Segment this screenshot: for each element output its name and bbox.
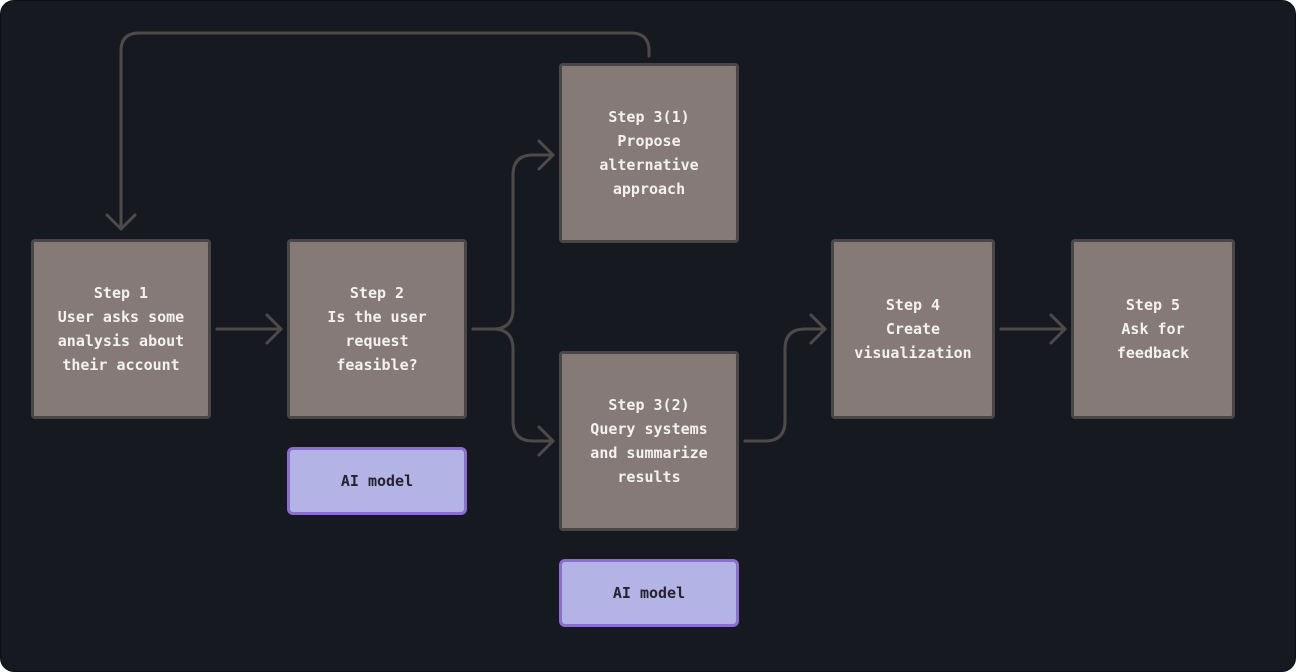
step-3-2-title: Step 3(2) [608,396,690,414]
step-1-line: their account [62,356,180,374]
arrowhead-3b-4 [809,313,827,345]
step-5-line: Ask for [1121,320,1185,338]
step-2-title: Step 2 [349,284,405,302]
step-2-box: Step 2 Is the user request feasible? [287,239,467,419]
step-3-2-line: Query systems [590,420,708,438]
ai-model-label: AI model [612,584,686,602]
step-2-line: request [345,332,409,350]
arrowhead-3a [537,139,555,171]
step-3-2-line: results [617,468,681,486]
step-3-1-line: approach [612,180,686,198]
step-3-1-box: Step 3(1) Propose alternative approach [559,63,739,243]
arrowhead-4-5 [1049,313,1067,345]
step-3-2-box: Step 3(2) Query systems and summarize re… [559,351,739,531]
step-3-1-line: Propose [617,132,681,150]
step-5-title: Step 5 [1125,296,1181,314]
arrowhead-3b [537,425,555,457]
ai-model-badge: AI model [559,559,739,627]
connector-3b-4 [743,327,827,443]
loop-arrowhead [105,213,137,231]
step-1-line: analysis about [57,332,185,350]
step-3-2-line: and summarize [590,444,708,462]
step-4-line: visualization [854,344,972,362]
step-3-1-title: Step 3(1) [608,108,690,126]
step-1-line: User asks some [57,308,185,326]
connector-branch-3a [491,153,555,331]
ai-model-badge: AI model [287,447,467,515]
step-4-box: Step 4 Create visualization [831,239,995,419]
step-5-box: Step 5 Ask for feedback [1071,239,1235,419]
arrowhead-1-2 [265,313,283,345]
step-2-line: feasible? [336,356,418,374]
loop-connector [119,31,651,231]
step-3-1-line: alternative [599,156,699,174]
step-1-box: Step 1 User asks some analysis about the… [31,239,211,419]
step-4-line: Create [885,320,941,338]
step-2-line: Is the user [327,308,427,326]
ai-model-label: AI model [340,472,414,490]
step-1-title: Step 1 [93,284,149,302]
connector-branch-3b [491,327,555,443]
step-4-title: Step 4 [885,296,941,314]
step-5-line: feedback [1116,344,1190,362]
